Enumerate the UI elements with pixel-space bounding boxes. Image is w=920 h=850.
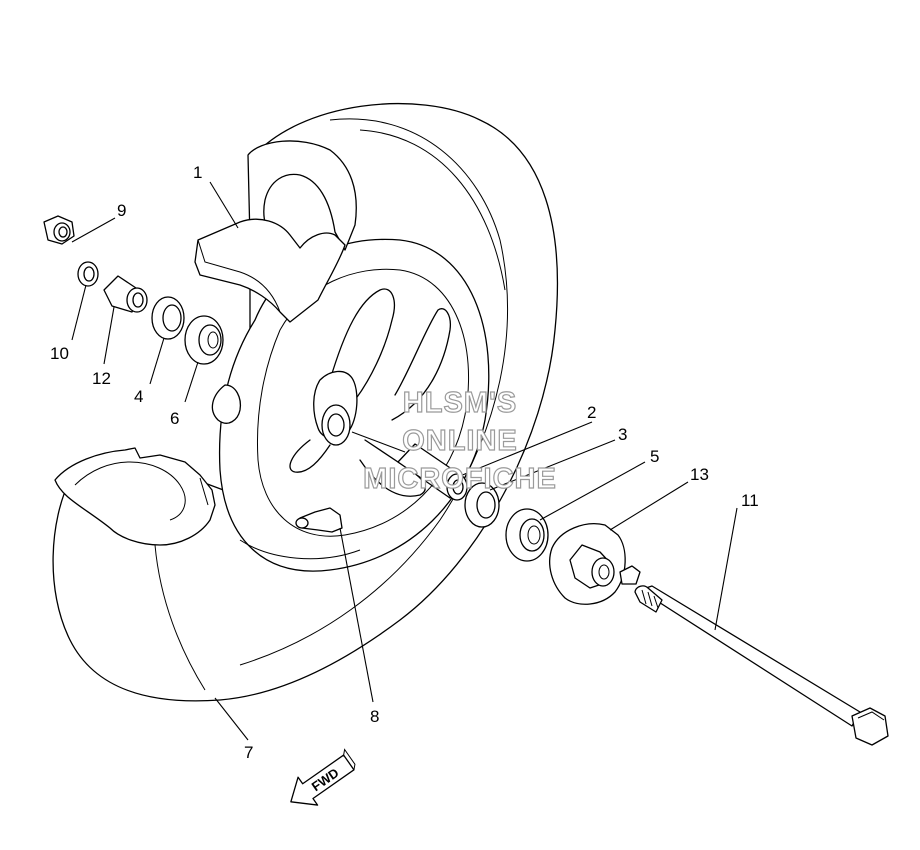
callout-3: 3: [618, 425, 627, 444]
callout-2: 2: [587, 403, 596, 422]
speedometer-gear-unit: [549, 523, 641, 605]
rim: [211, 238, 490, 572]
bearing-left: [184, 315, 224, 365]
rim-band: [194, 218, 346, 323]
forward-arrow-icon: FWD: [290, 748, 356, 806]
collar: [103, 275, 148, 313]
watermark: HLSM'S ONLINE MICROFICHE: [363, 386, 557, 495]
tire-section-lower: [54, 447, 216, 546]
callout-12: 12: [92, 369, 111, 388]
spacer: [351, 431, 468, 501]
oil-seal-left: [151, 296, 185, 340]
callout-8: 8: [370, 707, 379, 726]
callout-11: 11: [741, 491, 759, 510]
callout-9: 9: [117, 201, 126, 220]
washer: [77, 261, 99, 287]
axle-nut: [43, 215, 75, 245]
watermark-line-3: MICROFICHE: [363, 463, 557, 495]
bearing-right: [505, 508, 549, 562]
axle: [634, 585, 889, 746]
callout-1: 1: [193, 163, 202, 182]
callout-labels: 1 2 3 4 5 6 7 8 9 10 11 12 13: [50, 163, 759, 762]
callout-10: 10: [50, 344, 69, 363]
leader-lines: [71, 181, 738, 741]
valve: [295, 507, 343, 533]
watermark-line-2: ONLINE: [402, 425, 518, 457]
callout-7: 7: [244, 743, 253, 762]
callout-6: 6: [170, 409, 179, 428]
callout-4: 4: [134, 387, 143, 406]
callout-5: 5: [650, 447, 659, 466]
tire-section-upper: [247, 140, 357, 251]
oil-seal-right: [464, 482, 500, 528]
callout-13: 13: [690, 465, 709, 484]
watermark-line-1: HLSM'S: [403, 387, 517, 419]
